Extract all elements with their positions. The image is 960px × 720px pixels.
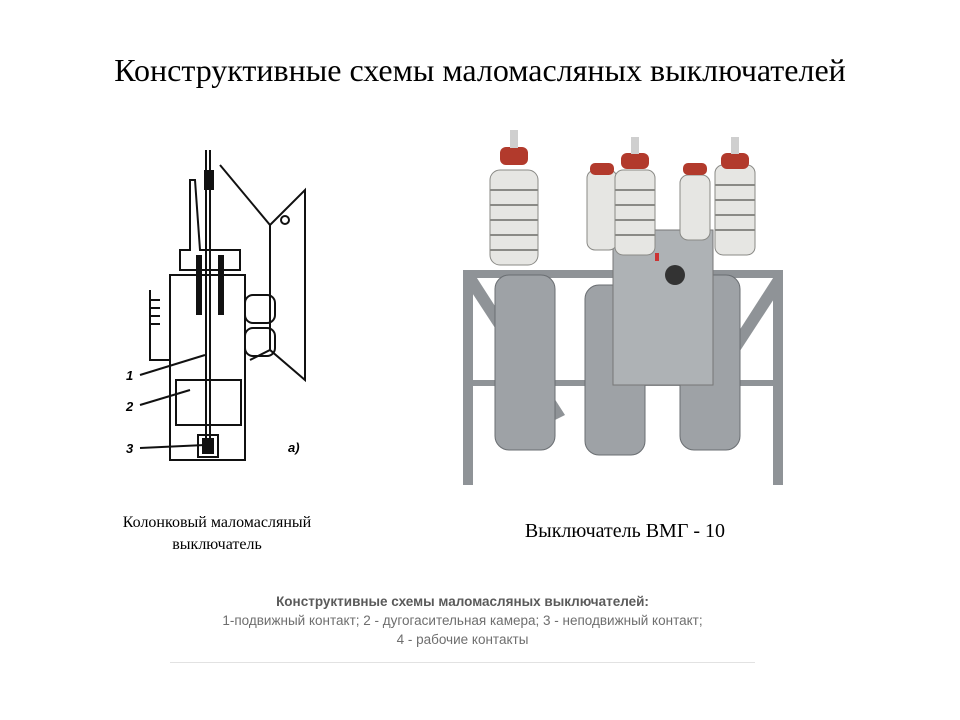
slide-title: Конструктивные схемы маломасляных выключ… (114, 52, 846, 88)
label-1: 1 (126, 368, 133, 383)
diagram-tag: а) (288, 440, 300, 455)
breaker-diagram: 1 2 3 а) (125, 150, 306, 461)
left-caption-line1: Колонковый маломасляный (122, 514, 312, 531)
legend-note-line2: 4 - рабочие контакты (396, 632, 529, 647)
right-caption: Выключатель ВМГ - 10 (524, 520, 726, 542)
label-3: 3 (126, 441, 134, 456)
left-caption: Колонковый маломасляный выключатель (92, 512, 342, 556)
label-2: 2 (125, 399, 134, 414)
legend-note: Конструктивные схемы маломасляных выключ… (170, 592, 755, 663)
legend-note-line1: 1-подвижный контакт; 2 - дугогасительная… (222, 613, 703, 628)
legend-note-title: Конструктивные схемы маломасляных выключ… (276, 594, 649, 609)
vmg10-photo (463, 130, 783, 485)
left-caption-line2: выключатель (172, 536, 262, 553)
